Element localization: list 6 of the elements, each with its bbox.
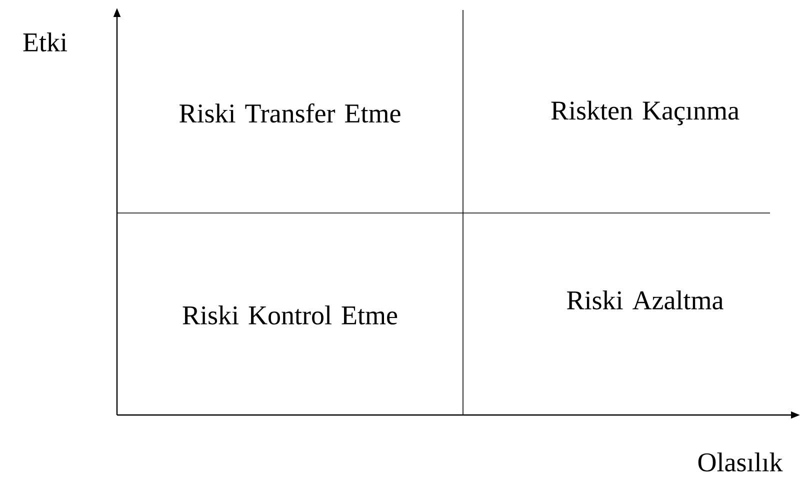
quadrant-label: Riski Azaltma xyxy=(567,290,724,310)
quadrant-label: Riski Kontrol Etme xyxy=(182,306,398,324)
axis-title: Olasılık xyxy=(698,452,783,472)
quadrant-label: Riskten Kaçınma xyxy=(551,100,740,126)
quadrant-label: Riski Transfer Etme xyxy=(180,103,400,123)
axis-title: Etki xyxy=(23,32,67,52)
